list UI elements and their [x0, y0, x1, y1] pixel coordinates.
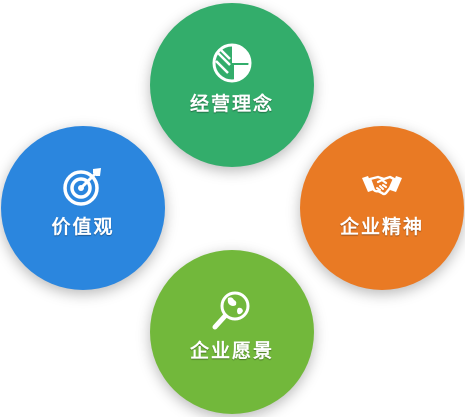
corporate-spirit-circle: 企业精神: [300, 126, 464, 290]
business-philosophy-circle: 经营理念: [150, 3, 314, 167]
corporate-vision-label: 企业愿景: [189, 340, 274, 362]
target-icon: [61, 164, 105, 208]
values-label: 价值观: [51, 216, 115, 238]
values-circle: 价值观: [1, 126, 165, 290]
corporate-spirit-label: 企业精神: [339, 216, 424, 238]
handshake-icon: [360, 164, 404, 208]
pie-chart-icon: [210, 41, 254, 85]
globe-search-icon: [210, 288, 254, 332]
corporate-vision-circle: 企业愿景: [150, 250, 314, 414]
business-philosophy-label: 经营理念: [189, 93, 274, 115]
